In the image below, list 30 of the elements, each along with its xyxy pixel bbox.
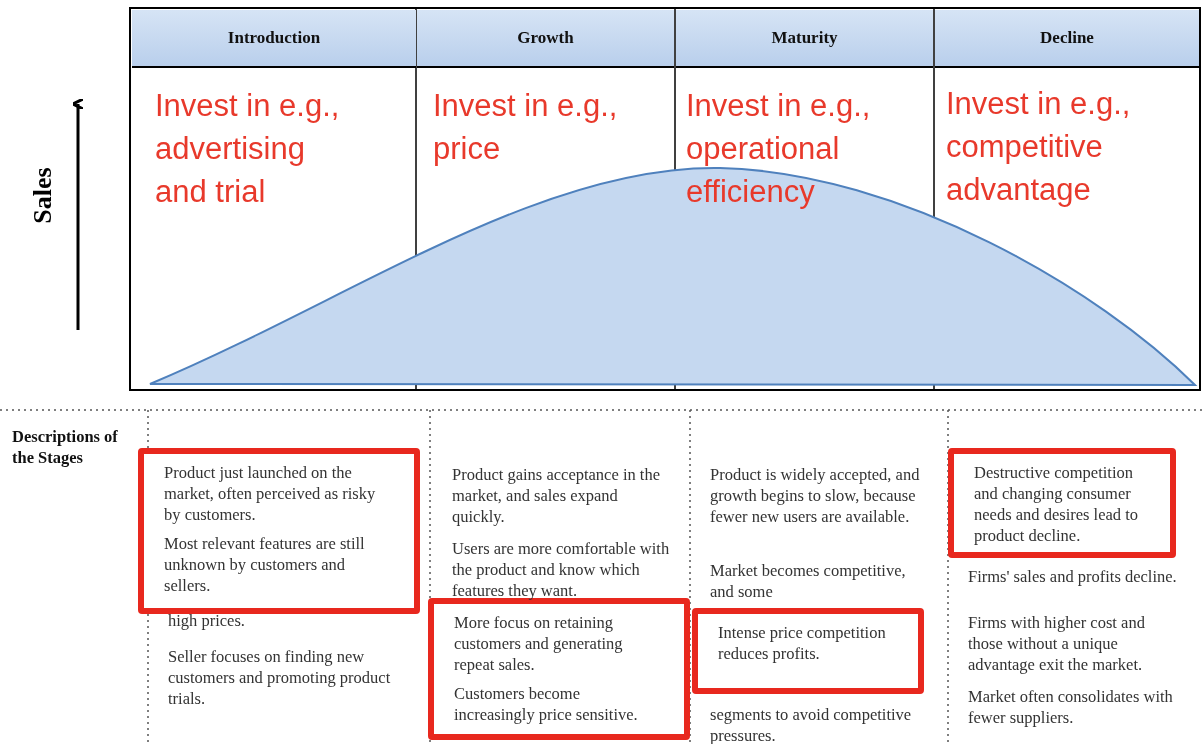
stage-description: Firms with higher cost and those without a unique advantage exit the market. xyxy=(968,612,1146,675)
sales-axis-label: Sales xyxy=(31,167,53,224)
highlight-box xyxy=(948,448,1176,558)
column-header: Maturity xyxy=(676,10,933,68)
highlight-box xyxy=(692,608,924,694)
stage-description: Most relevant features are still unknown by customers and sellers. xyxy=(164,533,366,596)
stage-description: Intense price competition reduces profits. xyxy=(718,622,887,664)
column-header: Introduction xyxy=(132,10,416,68)
stage-description: Firms' sales and profits decline. xyxy=(968,566,1178,587)
stage-description: Product is widely accepted, and growth begins to slow, because fewer new users are available. xyxy=(710,464,920,527)
stage-description: segments to avoid competitive pressures. xyxy=(710,704,913,744)
stage-description: Seller focuses on finding new customers and promoting product trials. xyxy=(168,646,392,709)
stage-investment-text: Invest in e.g., advertising and trial xyxy=(155,84,360,213)
stage-description: Destructive competition and changing consumer needs and desires lead to product decline. xyxy=(974,462,1140,546)
stage-description: Customers become increasingly price sensitive. xyxy=(454,683,639,725)
stage-description: Product just launched on the market, often perceived as risky by customers. xyxy=(164,462,377,525)
stage-description: Product gains acceptance in the market, and sales expand quickly. xyxy=(452,464,661,527)
column-header: Growth xyxy=(417,10,674,68)
row-heading: Descriptions of the Stages xyxy=(12,426,119,468)
stage-description: More focus on retaining customers and generating repeat sales. xyxy=(454,612,624,675)
stage-description: Market becomes competitive, and some xyxy=(710,560,907,602)
stage-investment-text: Invest in e.g., competitive advantage xyxy=(946,82,1186,211)
stage-investment-text: Invest in e.g., price xyxy=(433,84,658,170)
highlight-box xyxy=(138,448,420,614)
stage-description: Market often consolidates with fewer suppliers. xyxy=(968,686,1174,728)
column-header: Decline xyxy=(935,10,1199,68)
stage-description: high prices. xyxy=(168,610,246,631)
stage-investment-text: Invest in e.g., operational efficiency xyxy=(686,84,918,213)
stage-description: Users are more comfortable with the product and know which features they want. xyxy=(452,538,671,601)
highlight-box xyxy=(428,598,690,740)
